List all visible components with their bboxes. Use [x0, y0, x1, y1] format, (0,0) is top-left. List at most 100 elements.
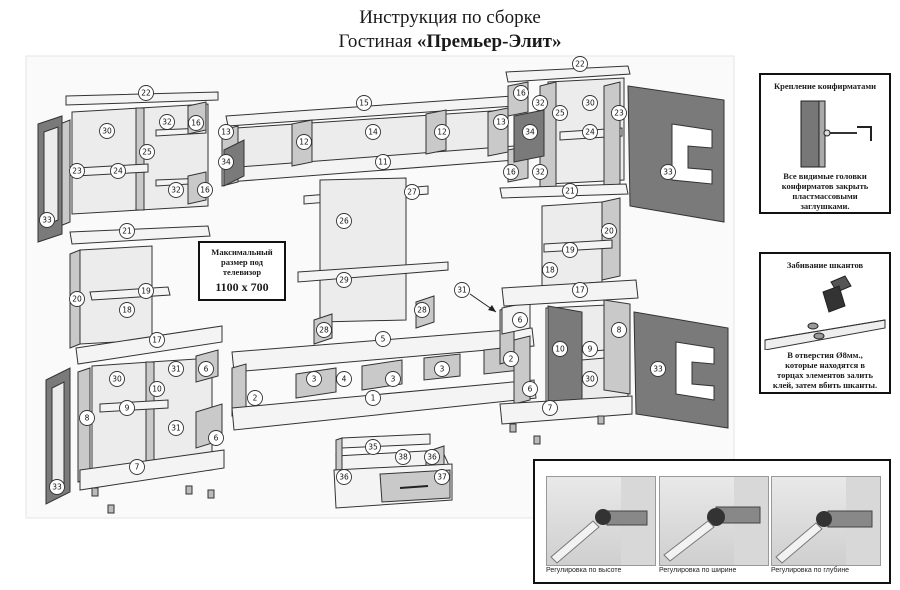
badge-6-center-low: 6: [522, 381, 538, 397]
svg-text:25: 25: [555, 109, 565, 118]
dowel-illustration: [764, 275, 886, 350]
svg-text:10: 10: [555, 345, 565, 354]
badge-17-right: 17: [572, 282, 588, 298]
subtitle-prefix: Гостиная: [338, 31, 413, 52]
svg-text:28: 28: [417, 306, 427, 315]
svg-text:37: 37: [437, 473, 447, 482]
panel-29-shelf: [297, 261, 449, 283]
svg-text:18: 18: [545, 266, 555, 275]
badge-21-left: 21: [119, 223, 135, 239]
svg-text:16: 16: [516, 89, 526, 98]
svg-text:12: 12: [299, 138, 309, 147]
badge-18-left: 18: [119, 302, 135, 318]
badge-32-right-b: 32: [532, 164, 548, 180]
dowel-text-3: торцах элементов залить: [777, 370, 873, 380]
badge-9-right: 9: [582, 341, 598, 357]
screwdriver-icon: [550, 477, 655, 565]
dowel-title: Забивание шкантов: [786, 260, 864, 270]
svg-text:32: 32: [162, 118, 172, 127]
svg-text:36: 36: [339, 473, 349, 482]
badge-28-left: 28: [316, 322, 332, 338]
svg-text:25: 25: [142, 148, 152, 157]
svg-text:22: 22: [141, 89, 151, 98]
badge-9-left: 9: [119, 400, 135, 416]
panel-1-bottom: [231, 379, 537, 431]
screwdriver-icon: [663, 477, 768, 565]
badge-2-left: 2: [247, 390, 263, 406]
svg-text:7: 7: [548, 404, 553, 413]
badge-3-left: 3: [306, 371, 322, 387]
badge-32-left-b: 32: [168, 182, 184, 198]
badge-14: 14: [365, 124, 381, 140]
right-upper-cabinet: [505, 65, 725, 223]
svg-text:10: 10: [152, 385, 162, 394]
badge-23-left: 23: [69, 163, 85, 179]
badge-34-left: 34: [218, 154, 234, 170]
svg-text:33: 33: [663, 168, 673, 177]
svg-text:18: 18: [122, 306, 132, 315]
badge-35: 35: [365, 439, 381, 455]
svg-text:9: 9: [588, 345, 593, 354]
svg-text:34: 34: [525, 128, 535, 137]
screwdriver-icon: [775, 477, 880, 565]
svg-text:9: 9: [125, 404, 130, 413]
badge-17-left: 17: [149, 332, 165, 348]
svg-text:15: 15: [359, 99, 369, 108]
panel-21-left: [69, 225, 211, 245]
badge-25-right: 25: [552, 105, 568, 121]
svg-text:14: 14: [368, 128, 378, 137]
panel-10-right: [547, 305, 583, 413]
badge-19-right: 19: [562, 242, 578, 258]
svg-text:16: 16: [191, 119, 201, 128]
confirmat-title: Крепление конфирматами: [773, 81, 877, 91]
dowel-text-2: которые находятся в: [785, 360, 865, 370]
badge-30-right: 30: [582, 95, 598, 111]
svg-text:32: 32: [535, 168, 545, 177]
badge-1: 1: [365, 390, 381, 406]
badge-36-right: 36: [424, 449, 440, 465]
badge-26: 26: [336, 213, 352, 229]
badge-33-right-upper: 33: [660, 164, 676, 180]
panel-17-left: [75, 325, 223, 365]
badge-16-right-a: 16: [513, 85, 529, 101]
svg-text:11: 11: [378, 158, 388, 167]
svg-text:3: 3: [391, 375, 396, 384]
panel-7-right: [499, 395, 633, 425]
badge-6-center: 6: [512, 312, 528, 328]
svg-text:26: 26: [339, 217, 349, 226]
confirmat-text-2: конфирматов закрыть: [781, 181, 869, 191]
panel-34-center-left: [223, 139, 245, 187]
svg-text:3: 3: [312, 375, 317, 384]
hinge-photo-height: [546, 476, 656, 566]
badge-20-right: 20: [601, 223, 617, 239]
badge-7-right: 7: [542, 400, 558, 416]
confirmat-text-1: Все видимые головки: [783, 171, 867, 181]
badge-8-left: 8: [79, 410, 95, 426]
badge-31-center: 31: [454, 282, 470, 298]
svg-text:36: 36: [427, 453, 437, 462]
svg-text:8: 8: [617, 326, 622, 335]
svg-text:23: 23: [614, 109, 624, 118]
tv-note-line3: телевизор: [222, 267, 262, 277]
badge-28-right: 28: [414, 302, 430, 318]
svg-text:30: 30: [112, 375, 122, 384]
svg-text:8: 8: [85, 414, 90, 423]
badge-6-left-a: 6: [198, 361, 214, 377]
badge-2-right: 2: [503, 351, 519, 367]
badge-38: 38: [395, 449, 411, 465]
svg-text:13: 13: [221, 128, 231, 137]
svg-text:2: 2: [253, 394, 258, 403]
confirmat-instruction-box: Крепление конфирматами Все видимые голов…: [759, 73, 891, 214]
caption-width: Регулировка по ширине: [659, 567, 737, 574]
svg-text:27: 27: [407, 188, 417, 197]
svg-text:29: 29: [339, 276, 349, 285]
product-name: «Премьер-Элит»: [416, 31, 562, 52]
svg-text:20: 20: [72, 295, 82, 304]
badge-31-left-a: 31: [168, 361, 184, 377]
svg-text:1: 1: [371, 394, 376, 403]
svg-text:6: 6: [528, 385, 533, 394]
badge-24-left: 24: [110, 163, 126, 179]
svg-text:32: 32: [171, 186, 181, 195]
side-20-right: [601, 197, 621, 281]
hinge-adjustment-panel: Регулировка по высоте Регулировка по шир…: [533, 459, 891, 584]
